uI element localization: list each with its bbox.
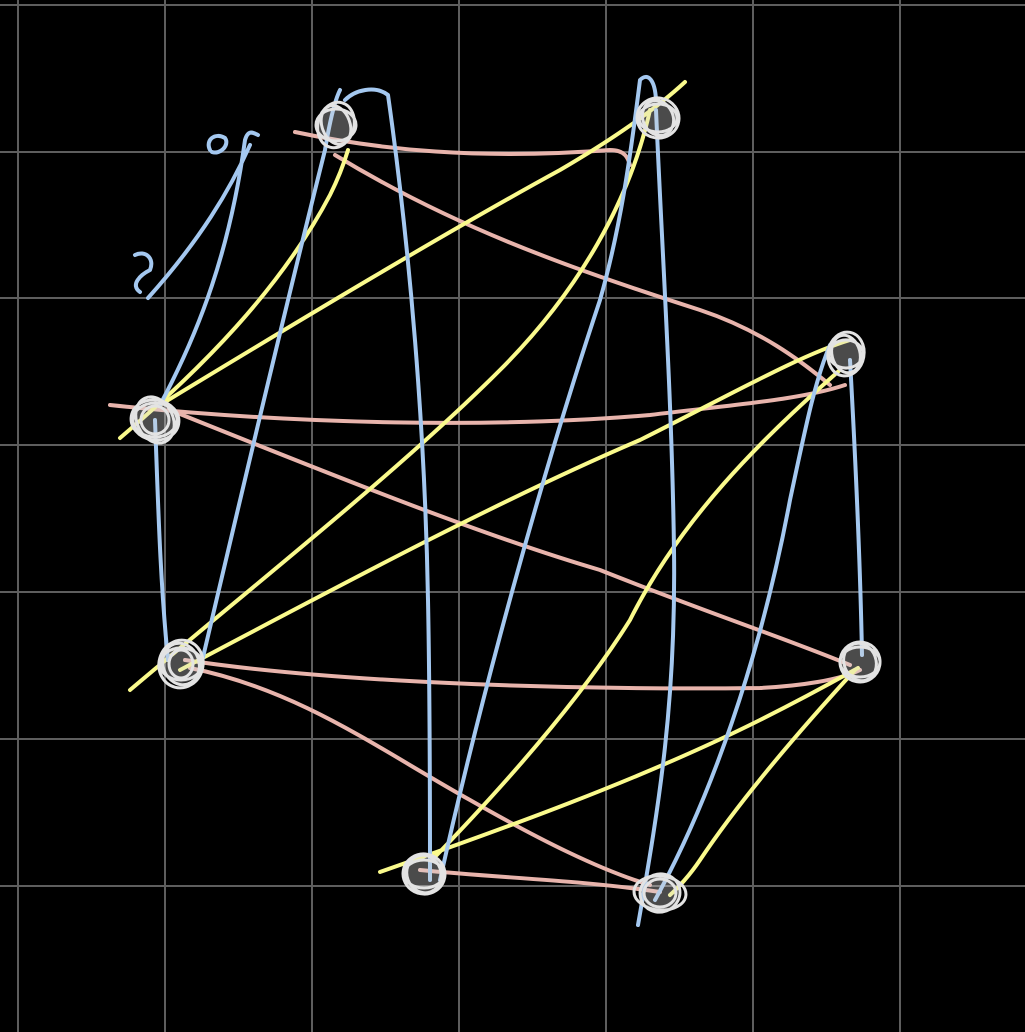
graph-node-8[interactable] [632, 868, 688, 917]
edge-yellow-2 [158, 80, 687, 407]
graph-node-4[interactable] [128, 391, 182, 450]
yellow-edge-group [118, 80, 860, 897]
edge-pink-bottom [418, 868, 662, 894]
graph-node-2[interactable] [634, 95, 682, 142]
edge-yellow-1 [118, 148, 350, 440]
edge-blue-1 [158, 130, 260, 407]
edge-yellow-7 [668, 668, 857, 897]
edge-pink-diagonal-middle [173, 410, 852, 667]
graph-node-1[interactable] [313, 98, 360, 152]
edge-yellow-6 [378, 666, 860, 874]
pink-edge-group [108, 130, 862, 894]
annotation-arrow-stroke [146, 143, 252, 300]
graph-node-6[interactable] [837, 639, 883, 686]
edge-blue-7 [653, 343, 832, 902]
edge-pink-diagonal-lower [188, 666, 652, 887]
edge-pink-horizontal-lower [183, 658, 862, 691]
annotation-loop-stroke [206, 133, 229, 155]
edge-blue-5 [438, 74, 658, 882]
graph-node-3[interactable] [824, 329, 867, 379]
annotation-arrowhead-stroke [133, 251, 154, 294]
node-group [128, 95, 883, 917]
edge-yellow-4 [178, 338, 852, 672]
edge-blue-4 [343, 87, 432, 882]
edge-blue-3 [198, 88, 342, 672]
edge-pink-horizontal-upper [108, 383, 847, 425]
edge-yellow-3 [128, 108, 652, 692]
edge-blue-2 [153, 418, 170, 662]
hand-drawn-arrow-annotation-icon [133, 133, 252, 300]
edge-blue-8 [848, 358, 864, 657]
edge-pink-diagonal-top [333, 153, 832, 387]
graph-node-7[interactable] [400, 850, 448, 897]
edge-pink-top [293, 130, 632, 167]
edge-blue-6 [636, 108, 677, 927]
graph-node-5[interactable] [154, 635, 209, 693]
blue-edge-group [153, 74, 864, 927]
edge-yellow-5 [428, 368, 842, 864]
